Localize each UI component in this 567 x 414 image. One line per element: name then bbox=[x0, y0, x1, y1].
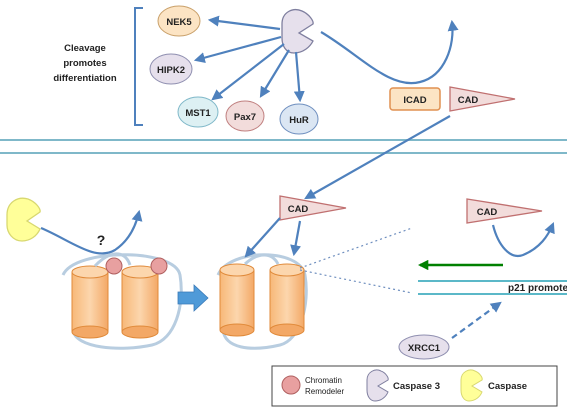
substrate-nek5: NEK5 bbox=[157, 5, 201, 37]
cad-to-nucleosome-arrow-2 bbox=[290, 220, 302, 257]
legend: Chromatin Remodeler Caspase 3 Caspase bbox=[271, 365, 558, 407]
legend-box bbox=[271, 365, 558, 407]
legend-caspase-label: Caspase bbox=[488, 381, 527, 392]
pax7-label: Pax7 bbox=[234, 112, 256, 123]
nucleosome-left-1 bbox=[71, 265, 109, 339]
legend-remodeler-line1: Chromatin bbox=[305, 376, 342, 385]
zoom-line-lower bbox=[299, 269, 413, 294]
caspase-to-remodeler-arrow bbox=[40, 209, 143, 255]
nucleosome-right-2 bbox=[269, 263, 305, 337]
cad-triangle-top bbox=[449, 86, 516, 112]
cleavage-line-1: Cleavage bbox=[64, 43, 106, 54]
transition-arrow bbox=[177, 284, 209, 312]
p21-promoter-label: p21 promoter bbox=[508, 283, 567, 294]
cleavage-caption: Cleavage promotes differentiation bbox=[53, 43, 117, 84]
substrate-arrows bbox=[193, 15, 305, 103]
cad-right: CAD bbox=[466, 198, 543, 224]
mst1-label: MST1 bbox=[185, 108, 211, 119]
cad-middle: CAD bbox=[279, 195, 347, 221]
nucleosome-left-2 bbox=[121, 265, 159, 339]
remodeler-2 bbox=[150, 257, 168, 275]
cad-label-right: CAD bbox=[477, 207, 498, 218]
xrcc1-label: XRCC1 bbox=[408, 343, 441, 354]
hipk2-label: HIPK2 bbox=[157, 65, 185, 76]
cad-label-middle: CAD bbox=[288, 204, 309, 215]
caspase3-to-icad-arrow bbox=[320, 19, 459, 85]
legend-remodeler-line2: Remodeler bbox=[305, 387, 344, 396]
icad-box bbox=[389, 87, 441, 111]
caspase-yellow-icon bbox=[6, 197, 41, 242]
nek5-label: NEK5 bbox=[166, 17, 192, 28]
remodeler-1 bbox=[105, 257, 123, 275]
legend-remodeler-swatch bbox=[281, 375, 301, 395]
substrate-pax7: Pax7 bbox=[225, 100, 265, 132]
caspase3-icon-top bbox=[281, 9, 314, 54]
cleavage-line-2: promotes bbox=[63, 58, 106, 69]
substrate-hipk2: HIPK2 bbox=[149, 53, 193, 85]
dna-strands bbox=[418, 280, 567, 295]
cad-triangle-right bbox=[466, 198, 543, 224]
substrate-bracket bbox=[134, 7, 143, 126]
substrate-mst1: MST1 bbox=[177, 96, 219, 128]
nuclear-membrane bbox=[0, 139, 567, 154]
legend-caspase3-label: Caspase 3 bbox=[393, 381, 440, 392]
zoom-line-upper bbox=[299, 227, 413, 269]
icad-label: ICAD bbox=[403, 95, 426, 106]
cad-right-curve-arrow bbox=[491, 221, 555, 258]
cad-label-top: CAD bbox=[458, 95, 479, 106]
icad-cad-complex: ICAD CAD bbox=[389, 86, 516, 112]
nucleosome-group-right bbox=[216, 253, 308, 350]
legend-caspase-swatch bbox=[460, 369, 483, 402]
xrcc1-bubble: XRCC1 bbox=[398, 334, 450, 360]
hur-label: HuR bbox=[289, 115, 309, 126]
xrcc1-arrow bbox=[451, 301, 502, 339]
nucleosome-right-1 bbox=[219, 263, 255, 337]
question-mark: ? bbox=[97, 232, 106, 248]
cad-to-nucleosome-arrow-1 bbox=[244, 217, 281, 258]
substrate-hur: HuR bbox=[279, 103, 319, 135]
cad-translocation-arrow bbox=[304, 115, 451, 200]
nucleosome-group-left bbox=[61, 252, 183, 350]
cad-triangle-middle bbox=[279, 195, 347, 221]
cleavage-line-3: differentiation bbox=[53, 73, 117, 84]
legend-caspase3-swatch bbox=[366, 369, 389, 402]
